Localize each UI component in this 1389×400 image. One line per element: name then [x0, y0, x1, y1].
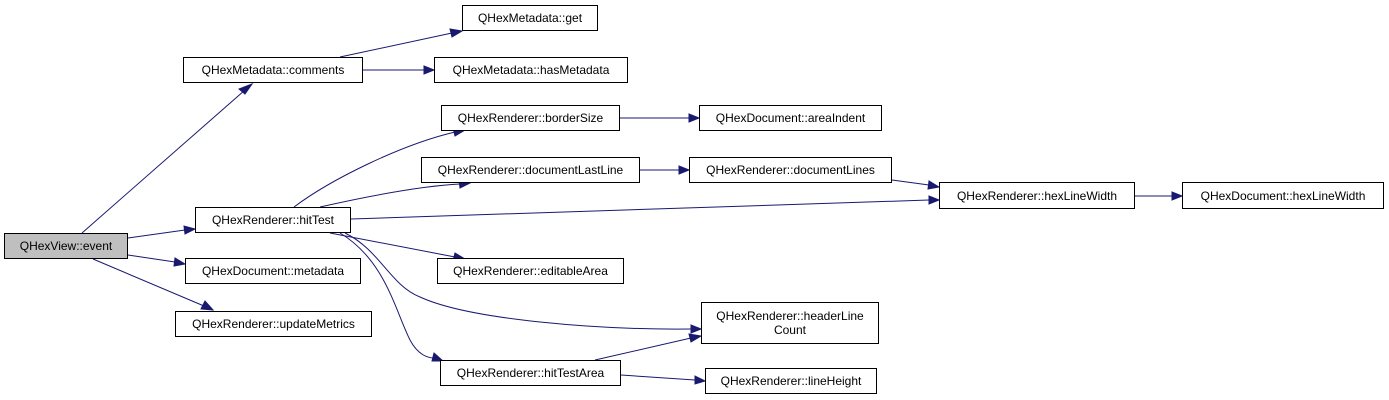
edge-event-comments [81, 82, 254, 234]
node-qhexrenderer-bordersize[interactable]: QHexRenderer::borderSize [441, 105, 620, 131]
edge-event-hittest [127, 225, 197, 239]
node-qhexrenderer-hittestarea[interactable]: QHexRenderer::hitTestArea [440, 360, 621, 386]
edge-hittest-editablearea [329, 232, 467, 262]
edge-bordersize-areaindent [620, 113, 701, 123]
node-qhexdocument-hexlinewidth[interactable]: QHexDocument::hexLineWidth [1182, 182, 1384, 209]
node-qhexmetadata-hasmetadata[interactable]: QHexMetadata::hasMetadata [434, 57, 628, 83]
node-qhexrenderer-hexlinewidth[interactable]: QHexRenderer::hexLineWidth [939, 182, 1135, 209]
edge-event-updatemetrics [92, 258, 215, 311]
edge-hittestarea-lineheight [620, 374, 707, 385]
edge-event-metadata [127, 254, 187, 267]
edge-hexlinewidth-dochexlinewidth [1135, 191, 1184, 201]
edge-hittest-hexlinewidth [350, 195, 941, 220]
node-qhexdocument-areaindent[interactable]: QHexDocument::areaIndent [699, 105, 882, 131]
node-qhexrenderer-hittest[interactable]: QHexRenderer::hitTest [195, 207, 351, 233]
node-qhexview-event: QHexView::event [4, 233, 128, 259]
node-qhexmetadata-get[interactable]: QHexMetadata::get [462, 5, 598, 31]
node-qhexrenderer-updatemetrics[interactable]: QHexRenderer::updateMetrics [175, 311, 372, 337]
node-qhexrenderer-documentlines[interactable]: QHexRenderer::documentLines [689, 157, 892, 183]
node-qhexdocument-metadata[interactable]: QHexDocument::metadata [185, 258, 361, 284]
node-qhexrenderer-lineheight[interactable]: QHexRenderer::lineHeight [705, 368, 877, 394]
node-qhexrenderer-editablearea[interactable]: QHexRenderer::editableArea [437, 258, 624, 284]
edge-hittest-headerline [344, 232, 703, 334]
node-qhexrenderer-headerlinecount[interactable]: QHexRenderer::headerLine Count [701, 302, 879, 344]
node-qhexmetadata-comments[interactable]: QHexMetadata::comments [183, 57, 363, 83]
edge-hittest-doclastline [319, 179, 472, 208]
edge-hittestarea-headerline [594, 333, 703, 361]
edge-comments-hasmetadata [363, 65, 436, 75]
edge-comments-get [339, 28, 464, 58]
node-qhexrenderer-documentlastline[interactable]: QHexRenderer::documentLastLine [421, 157, 640, 183]
edge-doclines-hexlinewidth [891, 179, 941, 190]
edge-hittest-hittestarea [339, 232, 445, 362]
edge-doclastline-doclines [640, 165, 691, 175]
